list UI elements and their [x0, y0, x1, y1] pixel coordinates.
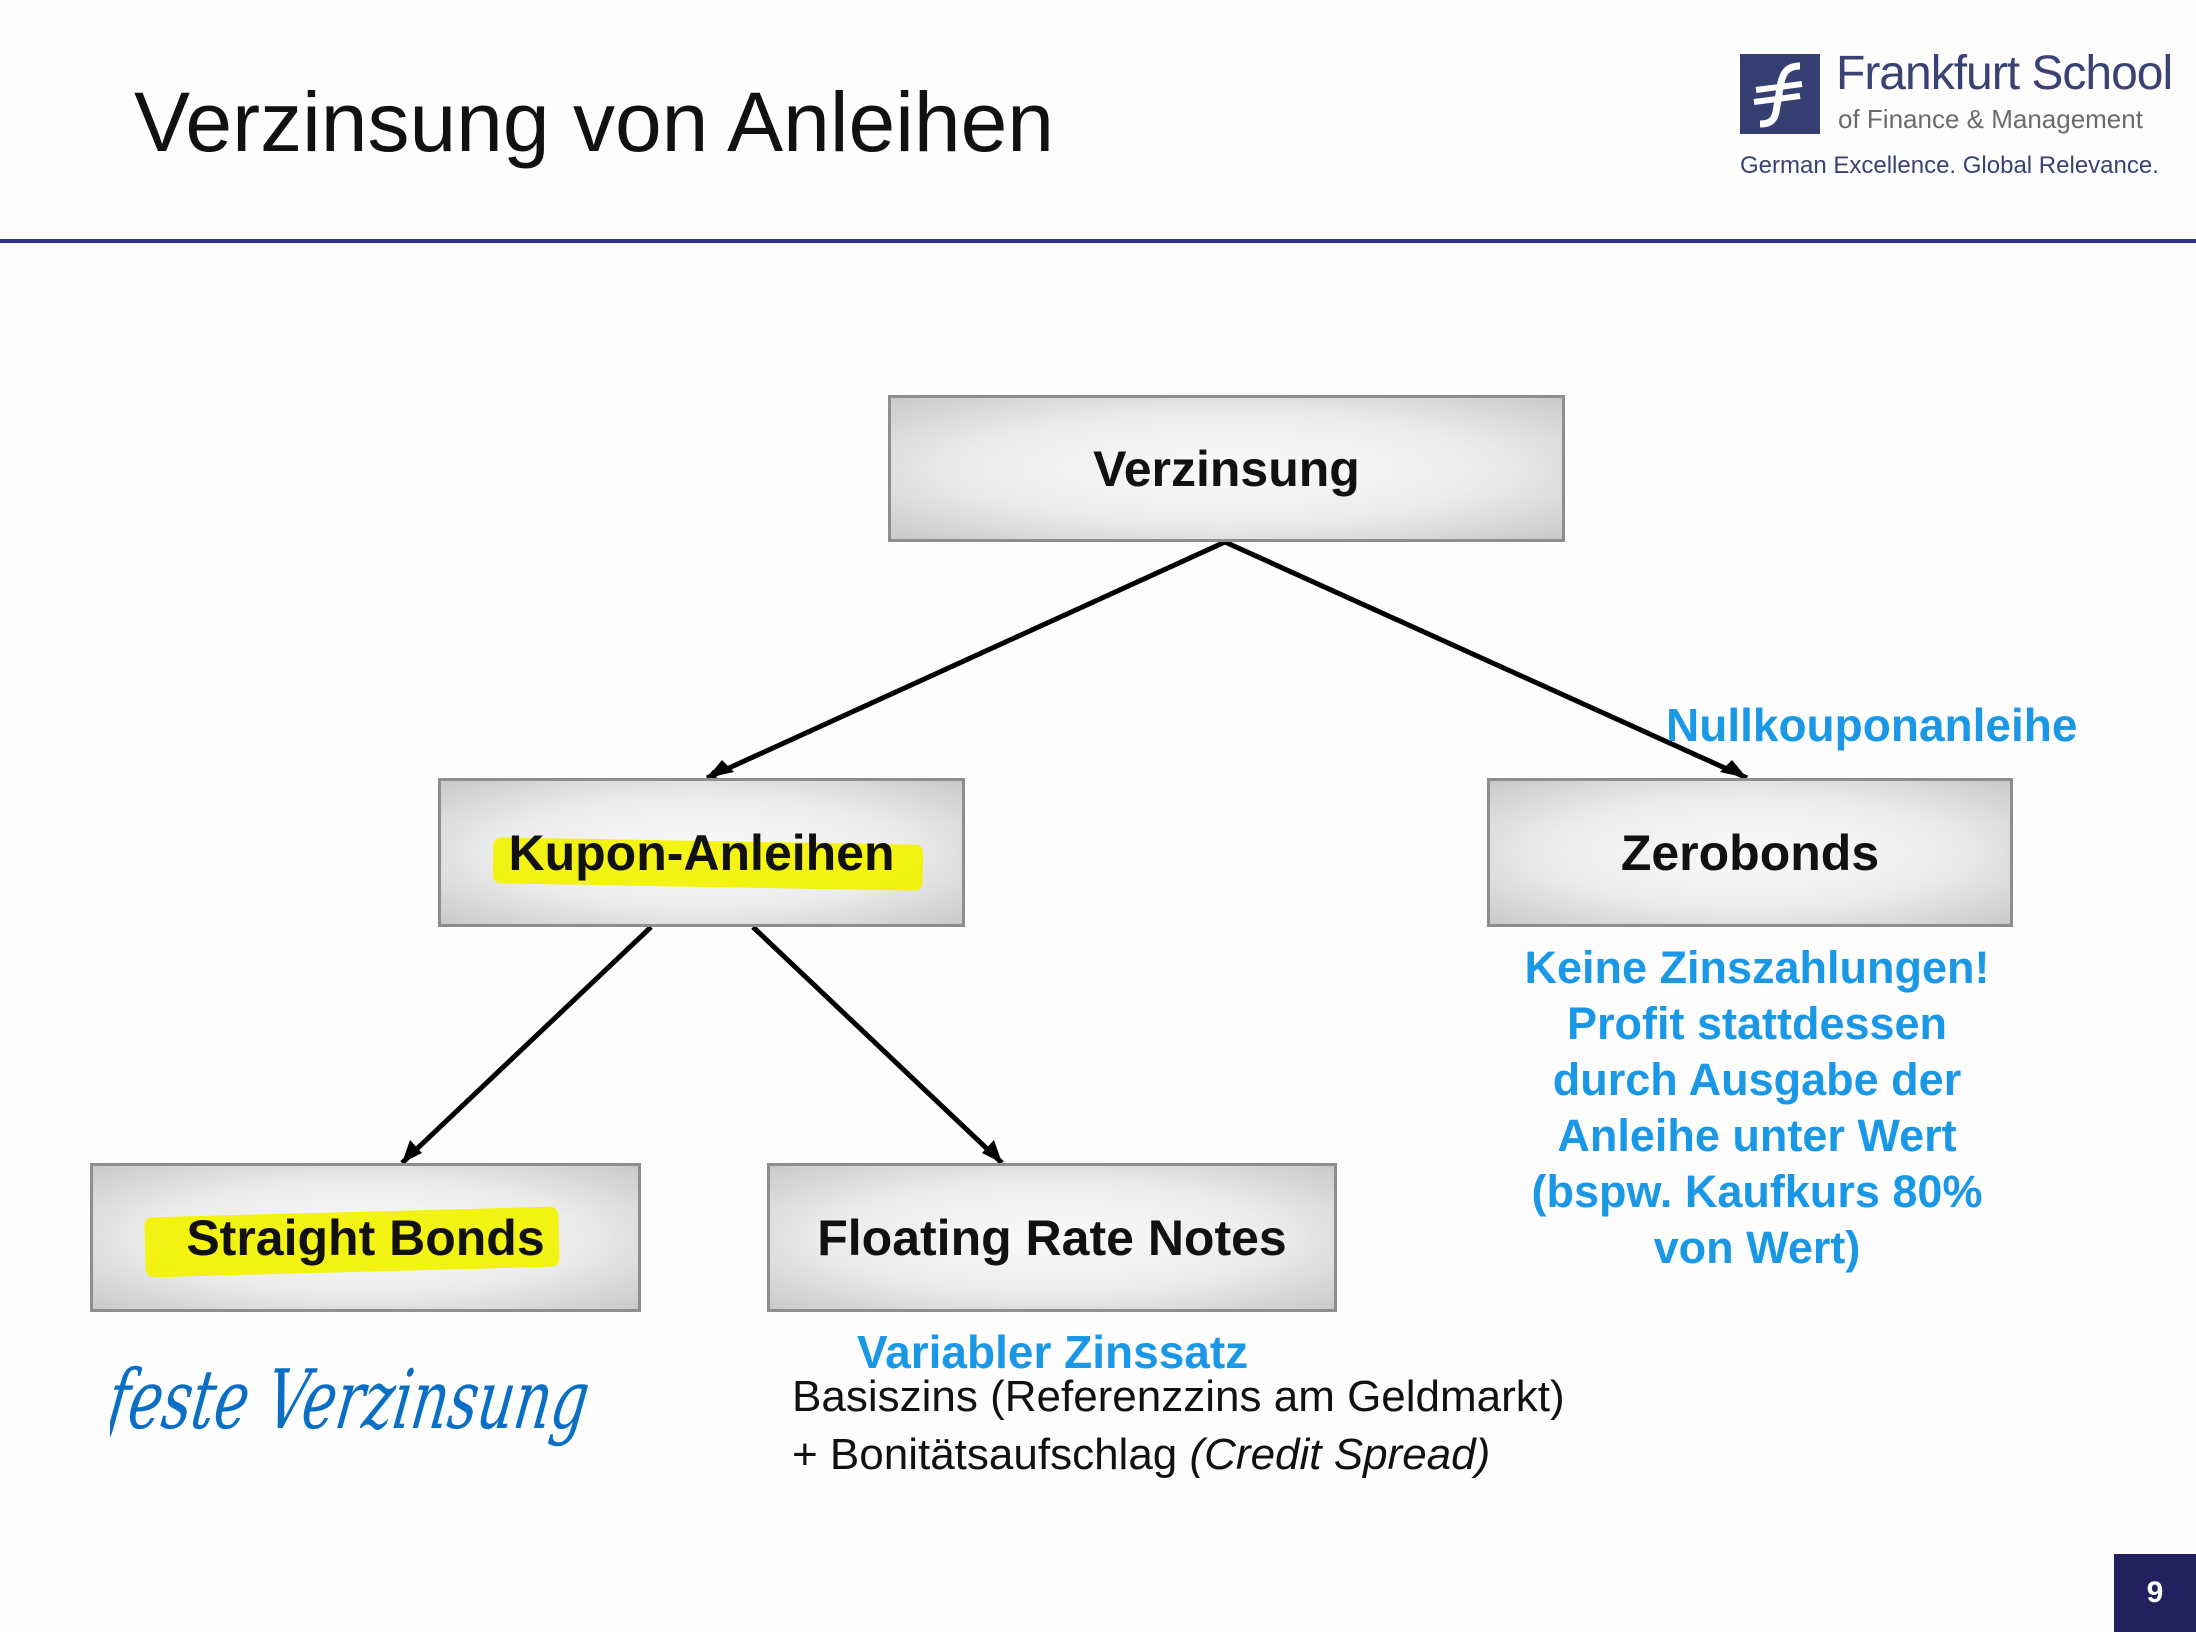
node-label: Zerobonds: [1620, 824, 1880, 881]
arrow-coupon-to-straight: [400, 925, 653, 1165]
node-straight-bonds: Straight Bonds: [90, 1163, 641, 1312]
node-zerobonds: Zerobonds: [1487, 778, 2013, 927]
handwritten-note: feste Verzinsung: [98, 1318, 630, 1503]
node-label: Floating Rate Notes: [817, 1209, 1287, 1266]
note-line: (bspw. Kaufkurs 80%: [1531, 1166, 1983, 1217]
note-line: Keine Zinszahlungen!: [1524, 942, 1990, 993]
page-number: 9: [2146, 1576, 2164, 1609]
note-line: Anleihe unter Wert: [1557, 1110, 1957, 1161]
node-label: Kupon-Anleihen: [508, 824, 895, 881]
slide-title: Verzinsung von Anleihen: [134, 75, 1055, 169]
arrow-coupon-to-floating: [751, 925, 1004, 1165]
logo-tagline: German Excellence. Global Relevance.: [1740, 152, 2159, 179]
node-label: Verzinsung: [1093, 440, 1360, 497]
arrow-root-to-coupon: [705, 539, 1227, 781]
credit-spread-text: (Credit Spread): [1189, 1430, 1491, 1479]
node-kupon-anleihen: Kupon-Anleihen: [438, 778, 965, 927]
node-floating-rate-notes: Floating Rate Notes: [767, 1163, 1337, 1312]
logo-icon: [1740, 54, 1820, 134]
node-label: Straight Bonds: [186, 1209, 545, 1266]
arrow-root-to-zero: [1223, 539, 1749, 781]
handwritten-text: feste Verzinsung: [110, 1353, 595, 1448]
note-line: Profit stattdessen: [1566, 998, 1948, 1049]
node-verzinsung: Verzinsung: [888, 395, 1565, 542]
zerobond-note: Keine Zinszahlungen! Profit stattdessen …: [1457, 940, 2057, 1276]
floating-line-2-text: + Bonitätsaufschlag: [792, 1430, 1190, 1479]
page-number-badge: 9: [2114, 1554, 2196, 1632]
floating-line-2: + Bonitätsaufschlag (Credit Spread): [792, 1430, 1490, 1480]
header-divider: [0, 239, 2196, 243]
floating-line-1: Basiszins (Referenzzins am Geldmarkt): [792, 1372, 1565, 1421]
floating-annotation: Variabler Zinssatz: [857, 1326, 1249, 1378]
logo-name: Frankfurt School: [1836, 47, 2173, 100]
logo-subtitle: of Finance & Management: [1838, 104, 2143, 134]
zerobond-annotation: Nullkouponanleihe: [1666, 699, 2078, 751]
note-line: von Wert): [1653, 1222, 1861, 1273]
note-line: durch Ausgabe der: [1552, 1054, 1962, 1105]
